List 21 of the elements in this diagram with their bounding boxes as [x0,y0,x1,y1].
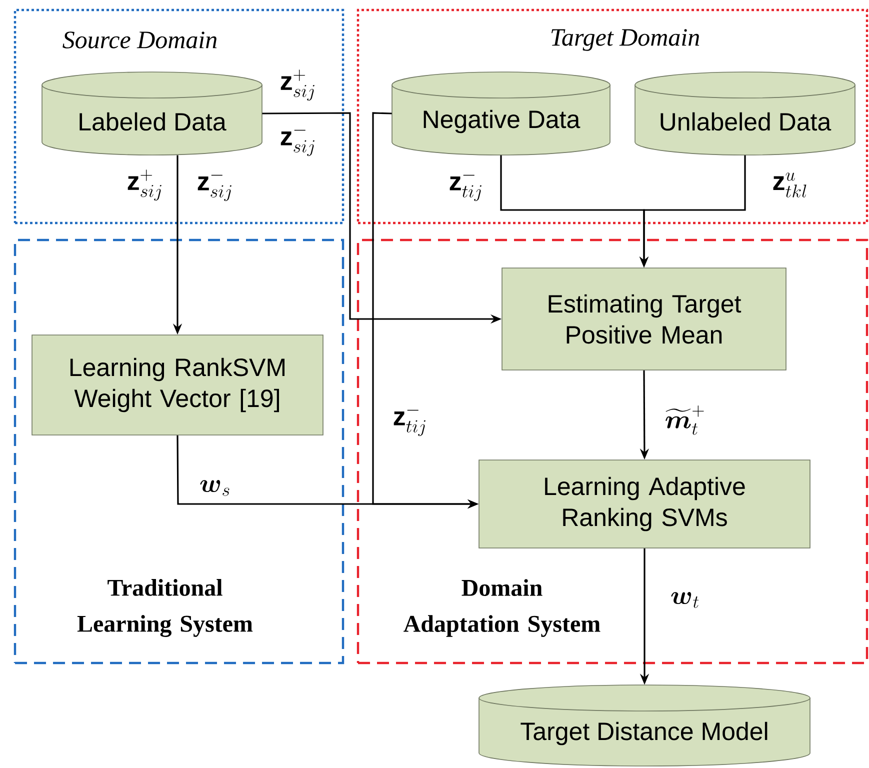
database-cylinder: Unlabeled Data [634,72,856,156]
signal-label: $\mathbf{z}_{sij}^{-}$ [198,174,232,201]
signal-label: $\mathbf{z}_{sij}^{+}$ [280,70,314,101]
group-title: Source Domain [62,32,217,48]
process-box: Estimating Target Positive Mean [502,268,786,370]
database-cylinder: Negative Data [392,72,610,156]
signal-label: $\mathbf{z}_{sij}^{+}$ [128,170,162,201]
edge-label: $\boldsymbol{w}_{t}$ [669,591,701,609]
database-cylinder: Labeled Data [42,72,262,156]
edge-label: $\boldsymbol{w}_{s}$ [198,479,232,497]
process-box: Learning RankSVM Weight Vector [19] [32,334,324,436]
database-cylinder: Target Distance Model [478,684,810,766]
edge-label: $\mathbf{z}_{tij}^{-}$ [448,168,484,202]
process-box: Learning Adaptive Ranking SVMs [478,460,810,548]
edge-label: $\mathbf{z}_{tij}^{-}$ [392,403,428,437]
signal-label: $\mathbf{z}_{sij}^{-}$ [280,130,314,156]
group-title: Domain Adaptation System [404,579,600,637]
edge-label: $\widetilde{\boldsymbol{m}}_{t}^{+}$ [664,404,706,436]
group-title: Traditional Learning System [77,579,253,637]
group-title: Target Domain [552,29,700,51]
edge-label: $\mathbf{z}_{tkl}^{u}$ [771,172,809,198]
